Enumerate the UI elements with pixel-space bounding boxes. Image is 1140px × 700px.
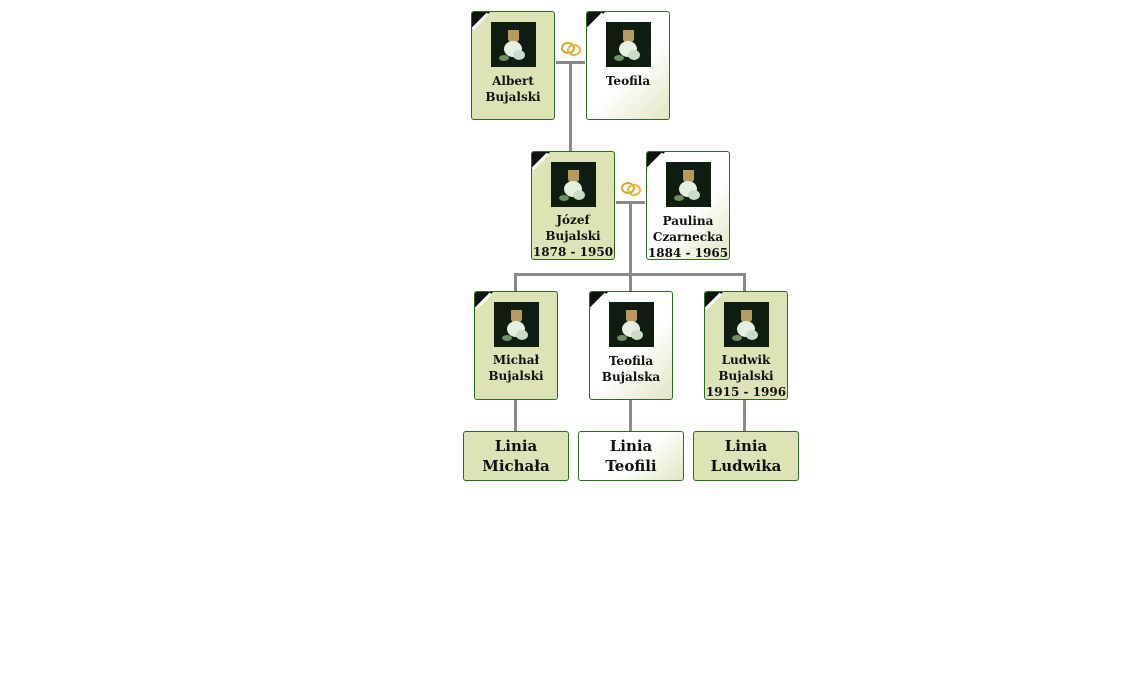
first-name: Albert: [492, 74, 534, 88]
connector-line: [629, 202, 632, 274]
life-dates: 1884 - 1965: [647, 246, 729, 260]
lineage-label: Linia: [724, 437, 768, 455]
first-name: Ludwik: [721, 353, 771, 367]
connector-line: [514, 400, 517, 431]
memorial-photo-icon: [609, 302, 654, 347]
last-name: Bujalski: [485, 90, 541, 104]
person-card-albert-bujalski[interactable]: Albert Bujalski: [471, 11, 555, 120]
memorial-photo-icon: [606, 22, 651, 67]
connector-line: [629, 273, 632, 291]
last-name: Czarnecka: [652, 230, 724, 244]
memorial-photo-icon: [724, 302, 769, 347]
person-card-teofila[interactable]: Teofila: [586, 11, 670, 120]
person-name: Teofila Bujalska: [590, 353, 672, 385]
wedding-rings-icon[interactable]: [559, 40, 583, 58]
person-card-ludwik-bujalski[interactable]: Ludwik Bujalski 1915 - 1996: [704, 291, 788, 400]
memorial-photo-icon: [551, 162, 596, 207]
lineage-name: Michała: [482, 457, 550, 475]
person-name: Albert Bujalski: [472, 73, 554, 105]
last-name: Bujalski: [488, 369, 544, 383]
first-name: Teofila: [605, 74, 651, 88]
person-name: Ludwik Bujalski 1915 - 1996: [705, 352, 787, 399]
person-name: Michał Bujalski: [475, 352, 557, 384]
connector-line: [743, 273, 746, 291]
memorial-photo-icon: [494, 302, 539, 347]
last-name: Bujalska: [601, 370, 661, 384]
memorial-photo-icon: [666, 162, 711, 207]
first-name: Józef: [556, 213, 590, 227]
person-card-paulina-czarnecka[interactable]: Paulina Czarnecka 1884 - 1965: [646, 151, 730, 260]
lineage-label: Linia: [494, 437, 538, 455]
life-dates: 1878 - 1950: [532, 245, 614, 259]
lineage-label: Linia: [609, 437, 653, 455]
first-name: Teofila: [608, 354, 654, 368]
person-card-teofila-bujalska[interactable]: Teofila Bujalska: [589, 291, 673, 400]
connector-line: [629, 400, 632, 431]
person-name: Paulina Czarnecka 1884 - 1965: [647, 213, 729, 260]
last-name: Bujalski: [545, 229, 601, 243]
memorial-photo-icon: [491, 22, 536, 67]
person-card-michal-bujalski[interactable]: Michał Bujalski: [474, 291, 558, 400]
connector-line: [514, 273, 517, 291]
connector-line: [743, 400, 746, 431]
lineage-link-teofila[interactable]: Linia Teofili: [578, 431, 684, 481]
lineage-link-michal[interactable]: Linia Michała: [463, 431, 569, 481]
lineage-name: Ludwika: [710, 457, 782, 475]
lineage-link-ludwik[interactable]: Linia Ludwika: [693, 431, 799, 481]
person-card-jozef-bujalski[interactable]: Józef Bujalski 1878 - 1950: [531, 151, 615, 260]
person-name: Józef Bujalski 1878 - 1950: [532, 212, 614, 259]
person-name: Teofila: [587, 73, 669, 89]
first-name: Michał: [492, 353, 540, 367]
life-dates: 1915 - 1996: [705, 385, 787, 399]
connector-line: [569, 62, 572, 151]
wedding-rings-icon[interactable]: [619, 180, 643, 198]
lineage-name: Teofili: [605, 457, 657, 475]
first-name: Paulina: [662, 214, 714, 228]
last-name: Bujalski: [718, 369, 774, 383]
